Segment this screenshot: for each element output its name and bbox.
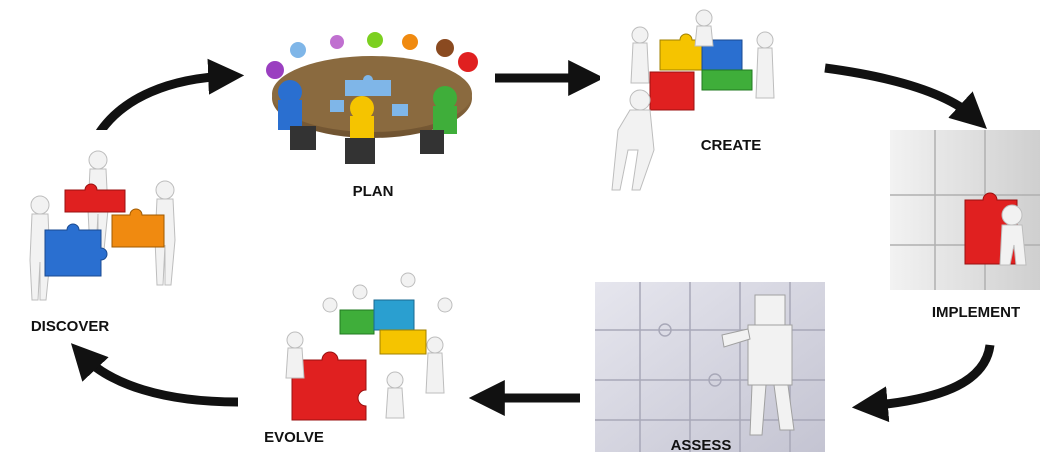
evolve-illustration — [275, 268, 465, 428]
plan-illustration — [266, 32, 478, 164]
label-plan: PLAN — [353, 183, 394, 200]
label-implement: IMPLEMENT — [932, 304, 1020, 321]
label-assess: ASSESS — [671, 437, 732, 454]
assess-illustration — [595, 282, 825, 452]
discover-illustration — [8, 130, 190, 335]
implement-illustration — [890, 130, 1040, 290]
arrow-implement-to-assess — [851, 344, 995, 423]
label-discover: DISCOVER — [31, 318, 110, 335]
label-evolve: EVOLVE — [264, 429, 324, 446]
arrow-create-to-implement — [824, 63, 987, 129]
label-create: CREATE — [701, 137, 762, 154]
create-illustration — [600, 9, 780, 210]
arrow-discover-to-plan — [91, 58, 245, 143]
arrow-evolve-to-discover — [70, 343, 239, 407]
